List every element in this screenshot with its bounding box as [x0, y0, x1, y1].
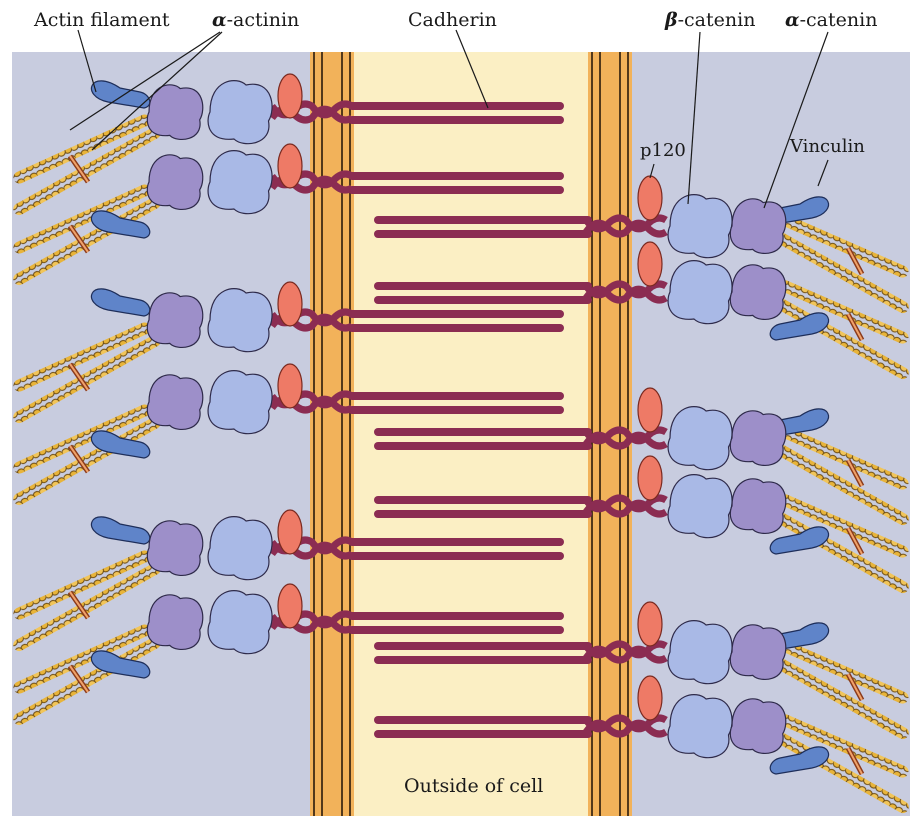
- p120-protein: [638, 176, 662, 220]
- p120-protein: [638, 456, 662, 500]
- alpha-catenin-protein: [147, 521, 202, 576]
- p120-protein: [278, 364, 302, 408]
- actin-filament-label: Actin filament: [33, 9, 170, 31]
- alpha-catenin-protein: [730, 199, 785, 254]
- beta-catenin-protein: [668, 261, 732, 324]
- beta-catenin-protein: [668, 475, 732, 538]
- alpha-catenin-protein: [147, 293, 202, 348]
- p120-protein: [638, 676, 662, 720]
- beta-catenin-label: β-catenin: [664, 9, 755, 31]
- p120-protein: [278, 144, 302, 188]
- alpha-catenin-protein: [730, 265, 785, 320]
- p120-label: p120: [640, 140, 686, 161]
- alpha-catenin-protein: [730, 699, 785, 754]
- beta-catenin-protein: [208, 81, 272, 144]
- p120-protein: [638, 242, 662, 286]
- vinculin-label: Vinculin: [789, 136, 865, 157]
- alpha-catenin-protein: [730, 411, 785, 466]
- beta-catenin-protein: [668, 695, 732, 758]
- alpha-catenin-protein: [730, 625, 785, 680]
- p120-protein: [278, 510, 302, 554]
- left-plasma-membrane: [310, 52, 354, 816]
- alpha-catenin-label: α-catenin: [785, 9, 877, 31]
- beta-catenin-protein: [208, 371, 272, 434]
- beta-catenin-protein: [208, 517, 272, 580]
- p120-protein: [278, 282, 302, 326]
- alpha-catenin-protein: [147, 155, 202, 210]
- outside-of-cell-label: Outside of cell: [404, 775, 543, 797]
- alpha-catenin-protein: [147, 375, 202, 430]
- alpha-actinin-label: α-actinin: [212, 9, 299, 31]
- alpha-catenin-protein: [147, 595, 202, 650]
- alpha-catenin-protein: [730, 479, 785, 534]
- beta-catenin-protein: [668, 195, 732, 258]
- beta-catenin-protein: [208, 591, 272, 654]
- p120-protein: [278, 584, 302, 628]
- beta-catenin-protein: [208, 151, 272, 214]
- p120-protein: [278, 74, 302, 118]
- beta-catenin-protein: [668, 621, 732, 684]
- cadherin-label: Cadherin: [408, 9, 497, 31]
- p120-protein: [638, 388, 662, 432]
- beta-catenin-protein: [208, 289, 272, 352]
- beta-catenin-protein: [668, 407, 732, 470]
- p120-protein: [638, 602, 662, 646]
